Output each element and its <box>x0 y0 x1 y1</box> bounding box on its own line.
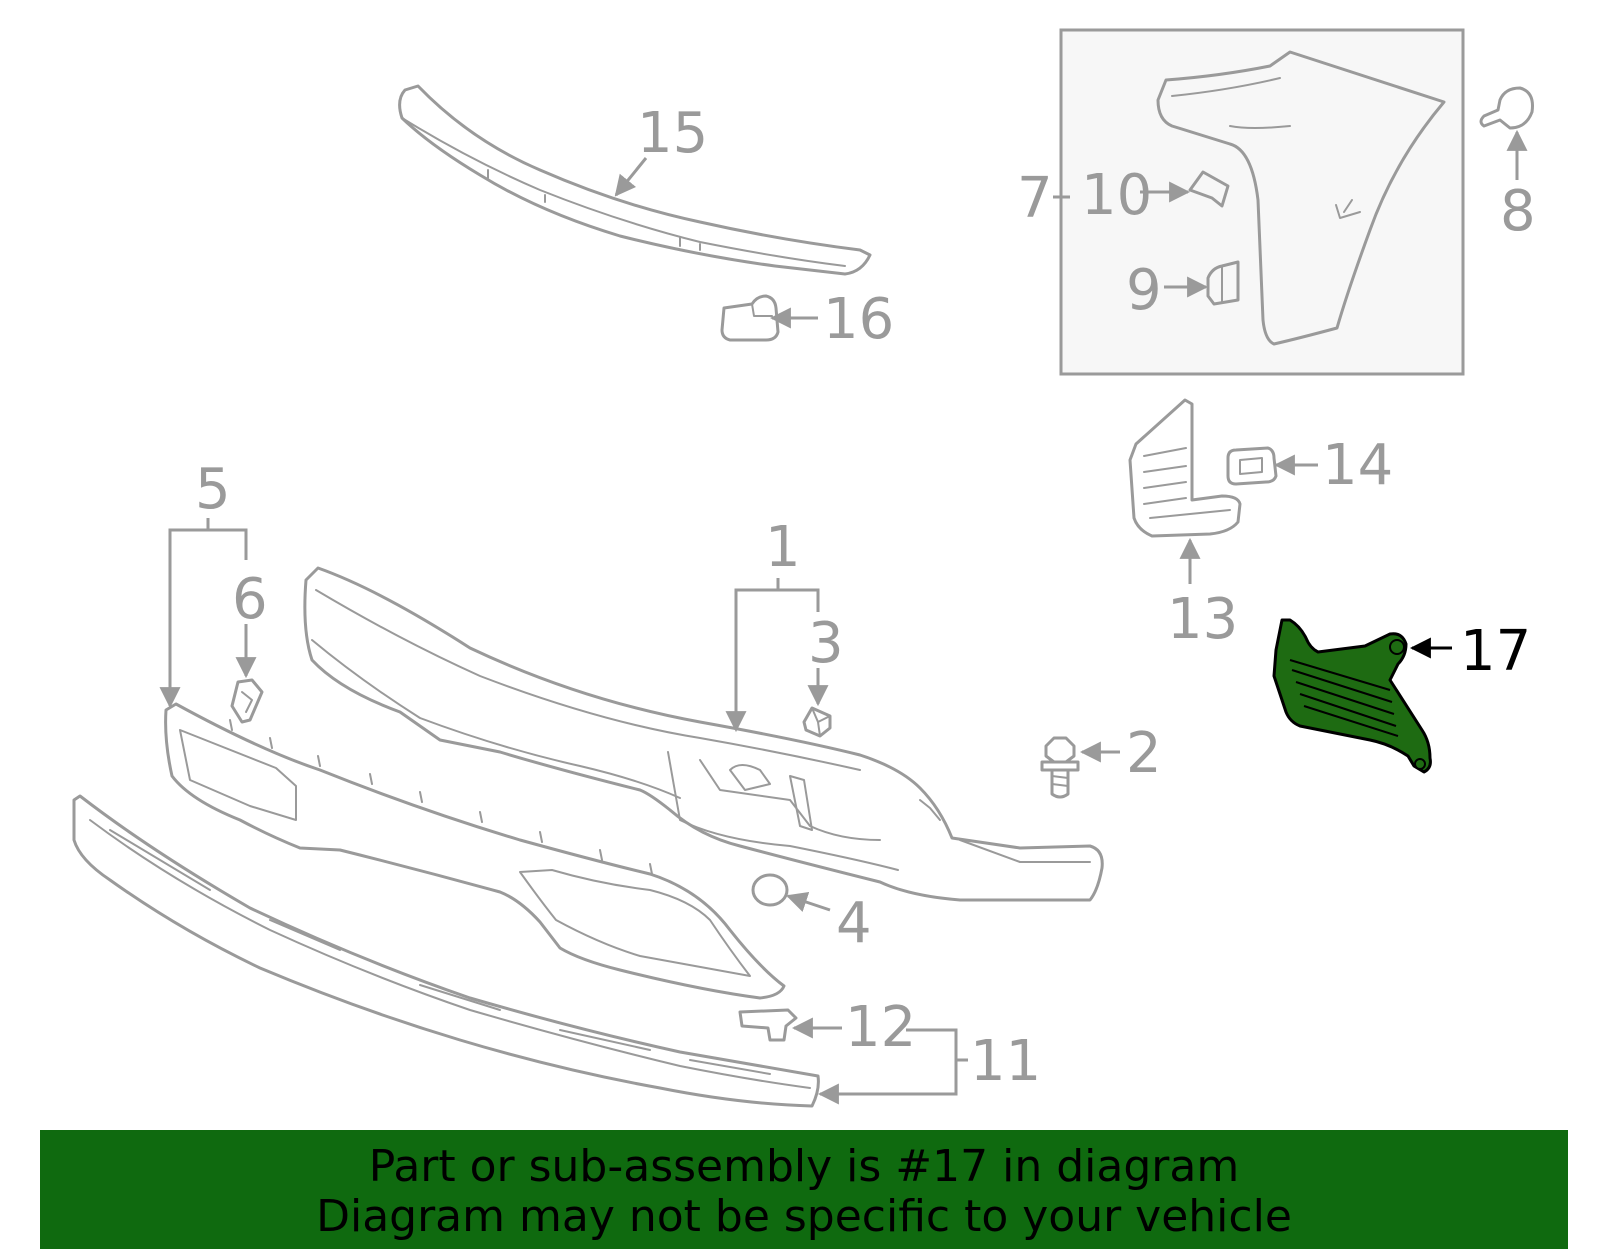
leader-4 <box>786 892 831 912</box>
callout-14: 14 <box>1322 433 1393 498</box>
part-8-push-pin <box>1479 86 1534 130</box>
part-13-corner-bracket <box>1128 398 1242 538</box>
callout-7: 7 <box>1017 166 1053 231</box>
part-7-side-deflector <box>1156 50 1446 346</box>
callout-12: 12 <box>845 995 916 1060</box>
callout-1: 1 <box>765 515 801 580</box>
callout-16: 16 <box>823 287 894 352</box>
part-12-bracket <box>738 1008 798 1042</box>
part-4-plug <box>751 873 789 907</box>
callout-10: 10 <box>1081 163 1152 228</box>
banner-line-1: Part or sub-assembly is #17 in diagram <box>368 1141 1240 1192</box>
callout-15: 15 <box>637 101 708 166</box>
part-17-body <box>1272 618 1432 774</box>
callout-6: 6 <box>232 567 268 632</box>
callout-13: 13 <box>1167 587 1238 652</box>
info-banner: Part or sub-assembly is #17 in diagram D… <box>40 1130 1568 1249</box>
leader-1 <box>725 588 820 733</box>
part-10-retainer <box>1188 170 1230 208</box>
callout-11: 11 <box>970 1029 1041 1094</box>
banner-line-2: Diagram may not be specific to your vehi… <box>316 1191 1292 1242</box>
part-16-clip <box>720 294 780 342</box>
callout-8: 8 <box>1500 179 1536 244</box>
part-11-lower-valance <box>72 794 820 1108</box>
callout-9: 9 <box>1126 258 1162 323</box>
callout-2: 2 <box>1126 721 1162 786</box>
part-3-nut <box>802 706 832 738</box>
part-6-clip <box>230 678 264 724</box>
leader-11 <box>817 1028 958 1105</box>
part-15-upper-strip <box>398 84 872 276</box>
callout-17: 17 <box>1460 619 1531 684</box>
part-9-nut <box>1206 260 1240 306</box>
part-1-bumper-cover <box>303 566 1104 902</box>
callout-5: 5 <box>195 457 231 522</box>
part-5-lower-fascia <box>164 702 786 1000</box>
leader-15 <box>614 157 648 197</box>
part-14-clip <box>1226 446 1278 486</box>
part-17-highlighted[interactable] <box>1272 618 1432 774</box>
part-2-bolt <box>1040 736 1080 799</box>
callout-4: 4 <box>836 891 872 956</box>
callout-3: 3 <box>808 611 844 676</box>
